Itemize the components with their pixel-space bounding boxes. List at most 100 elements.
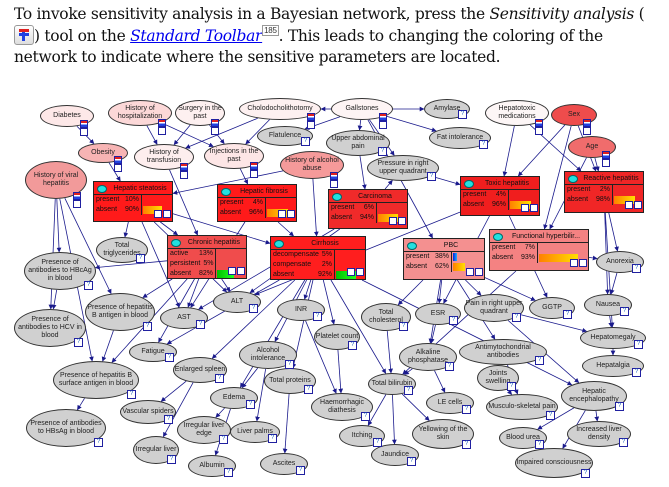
node-blood-urea[interactable]: Blood urea? (499, 427, 547, 449)
evidence-icon[interactable]: ? (563, 310, 572, 319)
evidence-icon[interactable]: ? (348, 341, 357, 350)
node-presence-of-antibodies-to-hbsag-in-blood[interactable]: Presence of antibodies to HBsAg in blood… (26, 409, 106, 447)
sensitivity-icon[interactable] (76, 120, 91, 136)
node-fat-intolerance[interactable]: Fat intolerance? (429, 127, 491, 149)
sensitivity-icon[interactable] (207, 119, 222, 135)
sensitivity-icon[interactable] (598, 151, 613, 167)
evidence-icon[interactable]: ? (74, 338, 83, 347)
evidence-icon[interactable]: ? (127, 390, 136, 399)
node-sex[interactable]: Sex (551, 104, 597, 135)
evidence-icon[interactable]: ? (219, 435, 228, 444)
evidence-icon[interactable]: ? (164, 415, 173, 424)
evidence-icon[interactable]: ? (479, 140, 488, 149)
box-tool-icons[interactable] (624, 201, 642, 211)
node-hepatic-encephalopathy[interactable]: Hepatic encephalopathy? (561, 381, 627, 411)
evidence-icon[interactable]: ? (167, 455, 176, 464)
node-alkaline-phosphatase[interactable]: Alkaline phosphatase? (399, 343, 457, 371)
node-age[interactable]: Age (568, 136, 616, 167)
node-ast[interactable]: AST? (160, 307, 208, 329)
node-hepatotoxic-medications[interactable]: Hepatotoxic medications (485, 100, 549, 135)
node-total-bilirubin[interactable]: Total bilirubin? (368, 373, 416, 395)
node-presence-of-antibodies-to-hcv-in-blood[interactable]: Presence of antibodies to HCV in blood? (14, 309, 86, 347)
sensitivity-analysis-icon[interactable] (14, 25, 34, 45)
node-pressure-in-right-upper-quadrant[interactable]: Pressure in right upper quadrant? (367, 155, 439, 181)
evidence-icon[interactable]: ? (136, 254, 145, 263)
evidence-icon[interactable]: ? (407, 457, 416, 466)
node-inr[interactable]: INR? (277, 299, 325, 321)
box-tool-icons[interactable] (153, 210, 171, 220)
sensitivity-icon[interactable] (110, 156, 125, 172)
evidence-icon[interactable]: ? (296, 466, 305, 475)
box-tool-icons[interactable] (346, 268, 364, 278)
evidence-icon[interactable]: ? (427, 172, 436, 181)
node-anorexia[interactable]: Anorexia? (596, 251, 644, 273)
sensitivity-icon[interactable] (303, 113, 318, 129)
evidence-icon[interactable]: ? (634, 340, 643, 349)
node-presence-of-antibodies-to-hbcag-in-blood[interactable]: Presence of antibodies to HBcAg in blood… (24, 252, 96, 290)
node-le-cells[interactable]: LE cells? (426, 392, 474, 414)
node-history-of-hospitalization[interactable]: History of hospitalization (108, 100, 172, 135)
sensitivity-icon[interactable] (326, 172, 341, 188)
evidence-icon[interactable]: ? (399, 322, 408, 331)
evidence-icon[interactable]: ? (268, 434, 277, 443)
evidence-icon[interactable]: ? (373, 438, 382, 447)
node-vascular-spiders[interactable]: Vascular spiders? (120, 400, 176, 424)
node-diabetes[interactable]: Diabetes (40, 105, 94, 136)
sensitivity-icon[interactable] (176, 163, 191, 179)
node-total-triglycerides[interactable]: Total triglycerides? (96, 237, 148, 263)
standard-toolbar-link[interactable]: Standard Toolbar (130, 27, 263, 45)
node-surgery-in-the-past[interactable]: Surgery in the past (175, 100, 225, 135)
node-hepatalgia[interactable]: Hepatalgia? (582, 355, 644, 377)
node-injections-in-the-past[interactable]: Injections in the past (204, 143, 264, 178)
evidence-icon[interactable]: ? (445, 362, 454, 371)
node-ascites[interactable]: Ascites? (260, 453, 308, 475)
node-jaundice[interactable]: Jaundice? (371, 444, 419, 466)
node-pain-in-right-upper-quadrant[interactable]: Pain in right upper quadrant? (464, 294, 524, 322)
node-increased-liver-density[interactable]: Increased liver density? (567, 421, 631, 447)
box-tool-icons[interactable] (569, 259, 587, 269)
box-tool-icons[interactable] (520, 204, 538, 214)
node-platelet-count[interactable]: Platelet count? (314, 324, 360, 350)
evidence-icon[interactable]: ? (378, 147, 387, 156)
evidence-icon[interactable]: ? (632, 264, 641, 273)
evidence-icon[interactable]: ? (620, 307, 629, 316)
evidence-icon[interactable]: ? (462, 405, 471, 414)
evidence-icon[interactable]: ? (512, 313, 521, 322)
evidence-icon[interactable]: ? (301, 137, 310, 146)
node-irregular-liver[interactable]: Irregular liver? (133, 436, 179, 464)
evidence-icon[interactable]: ? (196, 320, 205, 329)
evidence-icon[interactable]: ? (619, 438, 628, 447)
node-presence-of-hepatitis-b-surface-antigen-in-blood[interactable]: Presence of hepatitis B surface antigen … (53, 361, 139, 399)
sensitivity-icon[interactable] (531, 119, 546, 135)
node-antimytochondrial-antibodies[interactable]: Antimytochondrial antibodies? (459, 339, 547, 365)
node-total-cholesterol[interactable]: Total cholesterol? (361, 303, 411, 331)
node-liver-palms[interactable]: Liver palms? (230, 421, 280, 443)
evidence-icon[interactable]: ? (84, 281, 93, 290)
node-impaired-consciousness[interactable]: Impaired consciousness? (515, 448, 593, 478)
node-total-proteins[interactable]: Total proteins? (264, 368, 316, 394)
box-tool-icons[interactable] (388, 217, 406, 227)
node-edema[interactable]: Edema? (210, 387, 258, 409)
node-yellowing-of-the-skin[interactable]: Yellowing of the skin? (412, 419, 474, 449)
evidence-icon[interactable]: ? (507, 382, 516, 391)
evidence-icon[interactable]: ? (535, 356, 544, 365)
